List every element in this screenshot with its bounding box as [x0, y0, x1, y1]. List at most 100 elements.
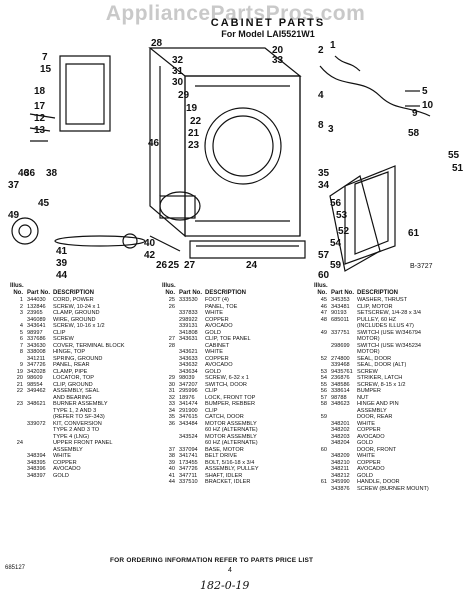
description-cell: 60 HZ (ALTERNATE) [205, 427, 258, 433]
part-no-cell: 347711 [179, 472, 198, 479]
description-cell: TYPE 1, 2 AND 3 [53, 407, 97, 414]
illus-no-cell: 31 [168, 388, 175, 394]
callout-25: 25 [168, 260, 180, 271]
part-no-cell: 338614 [331, 388, 350, 394]
callout-40: 40 [144, 238, 156, 249]
part-no-cell: 342028 [27, 368, 46, 375]
part-no-cell: 343641 [27, 323, 46, 329]
description-cell: (REFER TO SF-343) [53, 414, 105, 420]
description-cell: CLAMP, GROUND [53, 310, 100, 316]
part-no-cell: 348201 [331, 420, 350, 427]
description-cell: CABINET [205, 342, 230, 349]
part-no-cell: 274800 [331, 355, 350, 362]
description-cell: COPPER [53, 459, 77, 466]
illus-no-cell: 29 [168, 375, 175, 381]
table-row: ASSEMBLY [10, 447, 158, 454]
part-no-cell: 132846 [27, 303, 46, 310]
callout-45: 45 [38, 198, 50, 209]
description-cell: SWITCH (USE W/346794 [357, 329, 422, 336]
illus-no-cell: 34 [168, 407, 175, 414]
description-cell: CLAMP, PIPE [53, 368, 88, 375]
illus-no-cell: 48 [320, 316, 327, 323]
callout-2: 2 [318, 45, 324, 56]
part-no-cell: 173455 [179, 459, 198, 466]
header-illus-no: Illus. No. [162, 283, 176, 296]
illus-no-cell: 1 [19, 297, 23, 303]
description-cell: WHITE [53, 453, 72, 459]
part-no-cell: 90193 [331, 310, 347, 316]
table-row: TYPE 2 AND 3 TO [10, 427, 158, 434]
description-cell: HINGE, TOP [53, 349, 86, 355]
part-no-cell: 9435761 [331, 368, 353, 375]
part-no-cell: 348396 [27, 466, 46, 472]
description-cell: SCREW, 10-16 x 1/2 [53, 323, 105, 329]
part-no-cell: 348621 [27, 401, 46, 407]
callout-42: 42 [144, 250, 156, 261]
callout-37: 37 [8, 180, 20, 191]
description-cell: BELT DRIVE [205, 453, 238, 459]
part-no-cell: 343621 [179, 349, 198, 355]
callout-9: 9 [412, 108, 418, 119]
part-no-cell: 343631 [179, 336, 198, 342]
description-cell: CLIP [205, 407, 218, 414]
document-code: 685127 [5, 565, 26, 571]
callout-51: 51 [452, 163, 464, 174]
part-no-cell: 337751 [331, 329, 350, 336]
part-no-cell: 339131 [179, 323, 198, 329]
illus-no-cell: 56 [320, 388, 327, 394]
part-no-cell: 337833 [179, 310, 198, 316]
part-no-cell: 345990 [331, 479, 350, 485]
table-row: 60 HZ (ALTERNATE) [162, 440, 310, 447]
part-no-cell: 348202 [331, 427, 350, 433]
callout-12: 12 [34, 113, 46, 124]
part-no-cell: 347726 [179, 466, 198, 472]
illus-no-cell: 52 [320, 355, 327, 362]
description-cell: AVOCADO [53, 466, 81, 472]
description-cell: COPPER [205, 355, 229, 362]
part-no-cell: 348623 [331, 401, 350, 407]
part-no-cell: 343876 [331, 485, 350, 492]
diagram-code: B-3727 [410, 263, 433, 270]
callout-13: 13 [34, 125, 46, 136]
callout-27: 27 [184, 260, 196, 271]
table-row: TYPE 4 (LNG) [10, 434, 158, 441]
description-cell: BURNER ASSEMBLY [53, 401, 108, 407]
part-no-cell: 346089 [27, 316, 46, 323]
description-cell: NUT [357, 394, 369, 401]
description-cell: SCREW [357, 368, 378, 375]
description-cell: WHITE [357, 453, 376, 459]
part-no-cell: 98609 [27, 375, 43, 381]
description-cell: STRIKER, LATCH [357, 375, 403, 381]
callout-23: 23 [188, 140, 200, 151]
description-cell: SHAFT, IDLER [205, 472, 243, 479]
callout-32: 32 [172, 55, 184, 66]
header-part-no: Part No. [331, 290, 355, 296]
ordering-note: FOR ORDERING INFORMATION REFER TO PARTS … [110, 557, 314, 564]
illus-no-cell: 8 [19, 349, 23, 355]
handwritten-note: 182-0-19 [200, 579, 250, 592]
part-no-cell: 98997 [27, 329, 43, 336]
header-illus-no: Illus. No. [314, 283, 328, 296]
part-no-cell: 295996 [179, 388, 198, 394]
part-no-cell: 343481 [331, 303, 350, 310]
callout-labels: 28 20 33 32 31 30 29 19 22 21 23 7 15 18… [8, 38, 464, 281]
description-cell: AVOCADO [205, 362, 233, 368]
callout-28: 28 [151, 38, 163, 49]
part-no-cell: 348210 [331, 459, 350, 466]
illus-no-cell: 54 [320, 375, 327, 381]
description-cell: ASSEMBLY, SEAL [53, 388, 100, 394]
